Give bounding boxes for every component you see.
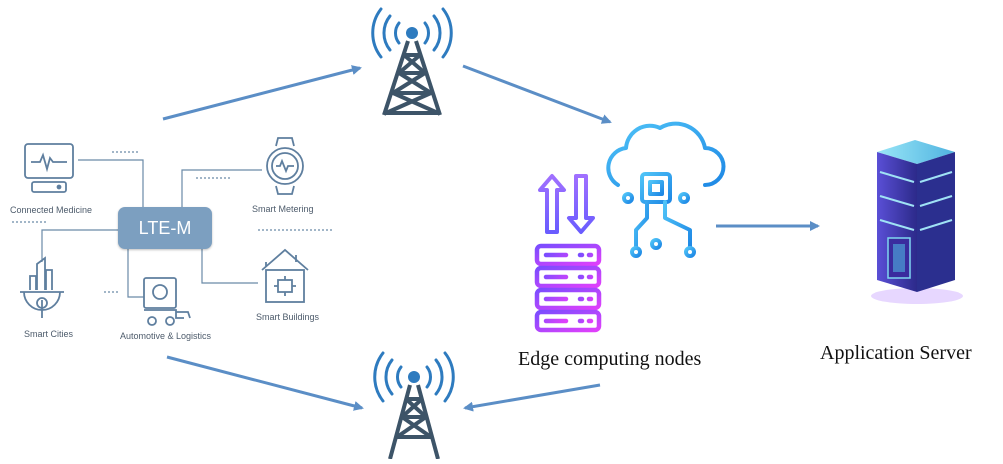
cloud-chip-icon bbox=[606, 121, 726, 258]
ecg-monitor-icon bbox=[24, 143, 74, 193]
label-connected-medicine: Connected Medicine bbox=[10, 205, 93, 215]
server-rack-icon bbox=[871, 140, 963, 304]
label-smart-metering: Smart Metering bbox=[252, 204, 314, 214]
lte-m-hub: LTE-M bbox=[118, 207, 212, 249]
smartwatch-icon bbox=[266, 137, 304, 195]
cell-tower-icon bbox=[373, 351, 455, 460]
flow-arrows bbox=[162, 64, 820, 412]
arrow-iot-to-top-tower bbox=[162, 65, 362, 121]
label-edge-computing-nodes: Edge computing nodes bbox=[518, 348, 702, 370]
truck-icon bbox=[143, 277, 191, 326]
label-smart-cities: Smart Cities bbox=[24, 329, 74, 339]
arrow-top-tower-to-edge bbox=[462, 64, 612, 124]
arrow-iot-to-bottom-tower bbox=[166, 355, 364, 411]
server-stack-icon bbox=[534, 243, 602, 333]
iot-connectors bbox=[12, 151, 332, 298]
label-smart-buildings: Smart Buildings bbox=[256, 312, 320, 322]
arrow-edge-to-bottom-tower bbox=[463, 383, 601, 412]
label-automotive-logistics: Automotive & Logistics bbox=[120, 331, 212, 341]
lte-m-label: LTE-M bbox=[138, 217, 192, 238]
smart-building-icon bbox=[261, 248, 309, 303]
city-icon bbox=[20, 256, 64, 318]
cell-tower-icon bbox=[371, 7, 453, 116]
arrow-down-icon bbox=[567, 174, 595, 234]
arrow-up-icon bbox=[538, 174, 566, 234]
label-application-server: Application Server bbox=[820, 342, 972, 364]
